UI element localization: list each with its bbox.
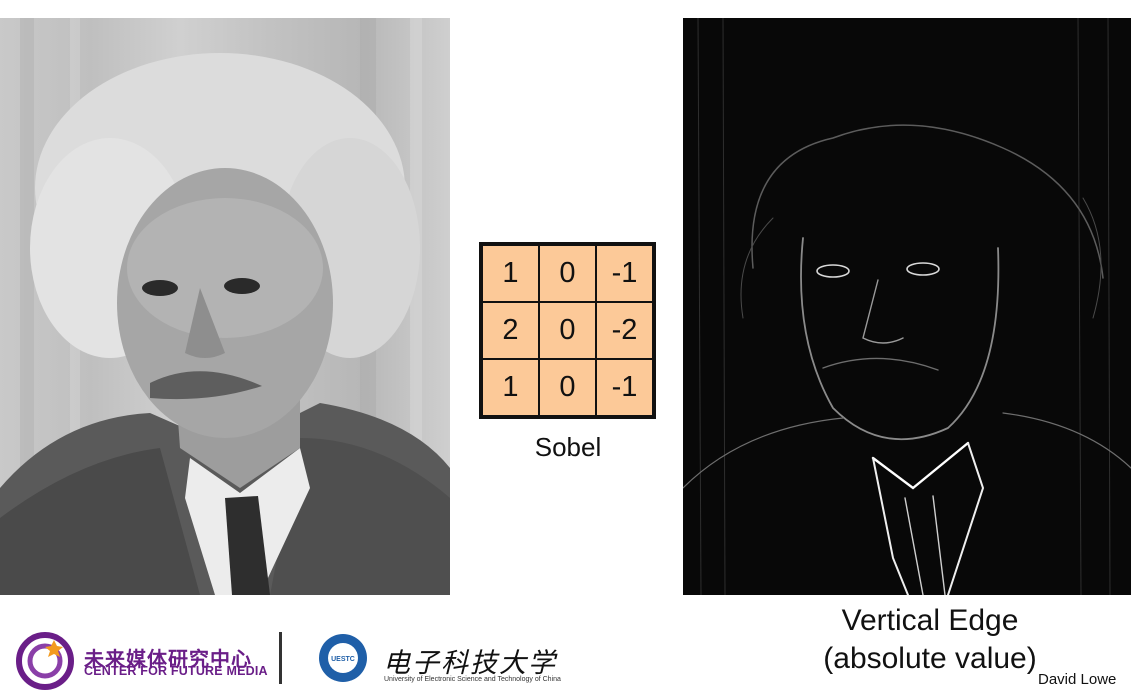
kernel-cell: -1 (595, 358, 655, 418)
university-seal-icon: UESTC (317, 632, 369, 684)
kernel-name-label: Sobel (534, 432, 602, 462)
future-media-name-en: CENTER FOR FUTURE MEDIA (84, 664, 268, 678)
kernel-cell: -2 (595, 301, 655, 360)
future-media-name-cn: 未来媒体研究中心 (84, 647, 252, 671)
kernel-cell: 0 (538, 358, 597, 418)
university-name-en: University of Electronic Science and Tec… (384, 676, 561, 683)
kernel-cell: 0 (538, 243, 597, 303)
kernel-row: 2 0 -2 (480, 301, 655, 360)
original-photo (0, 18, 450, 595)
author-credit: David Lowe (1038, 671, 1117, 688)
caption-line-2: (absolute value) (823, 642, 1037, 675)
future-media-logo-icon (14, 628, 76, 690)
university-name-cn: 电子科技大学 (383, 648, 557, 679)
sobel-kernel-grid: 1 0 -1 2 0 -2 1 0 -1 (479, 242, 656, 419)
kernel-cell: 1 (480, 243, 540, 303)
logo-divider (279, 632, 282, 684)
seal-text: UESTC (331, 656, 355, 663)
edge-result-image (683, 18, 1131, 595)
kernel-cell: 1 (480, 358, 540, 418)
kernel-row: 1 0 -1 (480, 358, 655, 418)
edge-result-caption: Vertical Edge (absolute value) (780, 602, 1080, 678)
kernel-cell: 2 (480, 301, 540, 360)
caption-line-1: Vertical Edge (841, 604, 1019, 637)
kernel-cell: -1 (595, 243, 655, 303)
kernel-cell: 0 (538, 301, 597, 360)
kernel-row: 1 0 -1 (480, 243, 655, 303)
